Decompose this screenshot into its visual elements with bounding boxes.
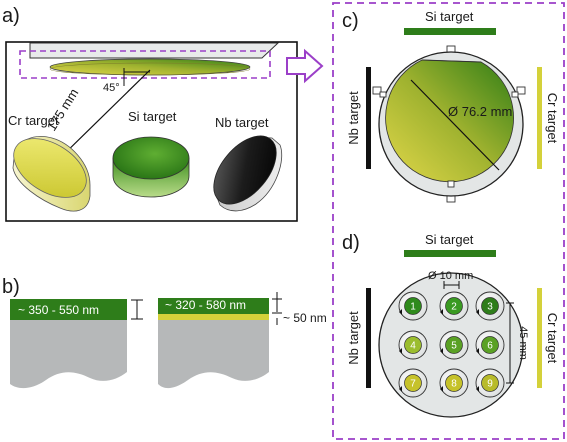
sample-number: 5 xyxy=(451,341,457,352)
si-target-label: Si target xyxy=(128,109,177,124)
sample-number: 9 xyxy=(487,379,493,390)
c-nb-target-label: Nb target xyxy=(346,91,361,145)
wafer xyxy=(49,58,251,76)
c-si-target-label: Si target xyxy=(425,9,474,24)
d-nb-target-label: Nb target xyxy=(346,311,361,365)
sample-disc xyxy=(404,297,422,315)
sample-diameter-bar xyxy=(443,281,460,289)
panel-label-b: b) xyxy=(2,276,20,298)
sample-number: 7 xyxy=(410,379,416,390)
cr-target-label: Cr target xyxy=(8,113,59,128)
right-thickness-label: ~ 320 - 580 nm xyxy=(165,298,246,312)
sample-number: 1 xyxy=(410,302,416,313)
d-cr-target-bar xyxy=(537,288,542,388)
chamber-frame xyxy=(5,41,298,222)
wafer-diameter-label: Ø 76.2 mm xyxy=(448,104,512,119)
c-cr-target-bar xyxy=(537,67,542,169)
nb-target-label: Nb target xyxy=(215,115,269,130)
wafer-c-flat xyxy=(421,59,482,63)
left-thickness-label: ~ 350 - 550 nm xyxy=(18,303,99,317)
sample-disc xyxy=(481,374,499,392)
c-cr-target-label: Cr target xyxy=(545,93,560,144)
sample-number: 2 xyxy=(451,302,457,313)
sample-disc xyxy=(445,374,463,392)
spacing-label: 45 mm xyxy=(517,326,529,360)
cr-target-disc xyxy=(12,136,91,212)
wafer-diameter-line xyxy=(410,79,500,171)
sample-number: 4 xyxy=(410,341,416,352)
layer-stack-left xyxy=(10,299,127,389)
layer-stack-right xyxy=(158,298,269,389)
sample-clip xyxy=(440,386,443,392)
panel-label-d: d) xyxy=(342,232,360,254)
highlight-box-a xyxy=(19,50,271,79)
d-nb-target-bar xyxy=(366,288,371,388)
sample-number: 6 xyxy=(487,341,493,352)
d-cr-target-label: Cr target xyxy=(545,313,560,364)
sample-disc xyxy=(445,297,463,315)
nb-target-disc xyxy=(213,135,283,212)
sample-disc xyxy=(445,336,463,354)
left-thickness-bracket xyxy=(131,299,143,320)
wafer-c xyxy=(385,59,514,183)
spacing-bar xyxy=(506,302,514,384)
holder-clips-c xyxy=(372,45,526,203)
sample-clip xyxy=(399,309,402,315)
nb-layer-marker xyxy=(272,292,282,325)
wafer-rim xyxy=(49,62,251,76)
sample-disc xyxy=(481,336,499,354)
d-si-target-bar xyxy=(404,250,496,257)
panel-label-a: a) xyxy=(2,5,20,27)
sample-disc xyxy=(404,374,422,392)
sample-disc xyxy=(481,297,499,315)
sample-diameter-label: Ø 10 mm xyxy=(428,270,473,282)
panel-label-c: c) xyxy=(342,10,359,32)
holder-clips-c-front xyxy=(379,91,519,188)
d-si-target-label: Si target xyxy=(425,232,474,247)
si-target-disc xyxy=(112,136,190,198)
nb-layer-label: ~ 50 nm xyxy=(283,311,327,325)
sample-number: 3 xyxy=(487,302,493,313)
angle-label: 45° xyxy=(103,82,120,94)
highlight-frame-cd xyxy=(332,2,565,440)
sample-clip xyxy=(476,309,479,315)
sample-clip xyxy=(476,386,479,392)
c-nb-target-bar xyxy=(366,67,371,169)
distance-line xyxy=(55,69,151,163)
sample-clip xyxy=(440,309,443,315)
sample-grid: 1 2 3 4 5 6 7 8 9 xyxy=(398,291,505,398)
sample-number: 8 xyxy=(451,379,457,390)
arrow-to-panel-c xyxy=(286,48,324,84)
c-si-target-bar xyxy=(404,28,496,35)
sample-clip xyxy=(476,348,479,354)
sample-clip xyxy=(399,348,402,354)
sample-clip xyxy=(399,386,402,392)
sample-clip xyxy=(440,348,443,354)
sample-disc xyxy=(404,336,422,354)
